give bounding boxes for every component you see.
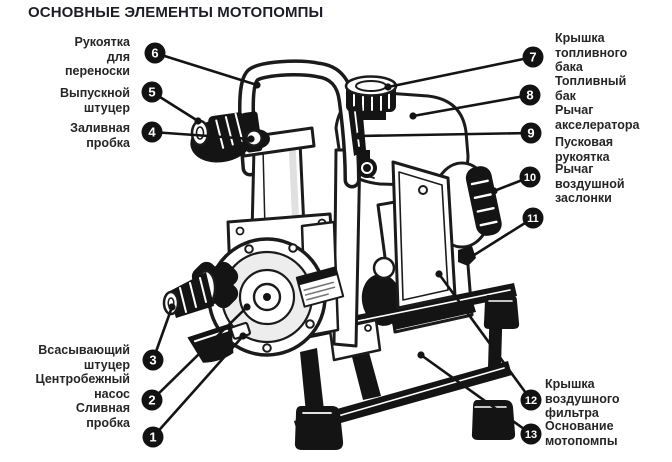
air-filter-cover <box>391 160 457 310</box>
callout-13: 13 <box>520 423 542 445</box>
callout-2: 2 <box>141 389 163 411</box>
starter-grip <box>465 166 502 236</box>
suction-fitting <box>162 261 239 318</box>
callout-13-number: 13 <box>525 429 537 441</box>
foot-rear-right <box>483 295 520 329</box>
foot-front-left <box>294 406 344 450</box>
callout-5: 5 <box>141 81 163 103</box>
label-fuel-tank: Топливный бак <box>555 74 627 103</box>
leader-12 <box>437 273 533 401</box>
callout-1: 1 <box>142 426 164 448</box>
label-pump-base: Основание мотопомпы <box>545 419 618 448</box>
callout-11: 11 <box>522 207 544 229</box>
label-fuel-tank-cap: Крышка топливного бака <box>555 31 628 74</box>
label-throttle-lever: Рычаг акселератора <box>555 103 640 132</box>
callout-circles: 1 2 3 4 5 6 7 8 9 10 11 12 <box>141 42 544 448</box>
leader-6 <box>154 51 258 87</box>
callout-12: 12 <box>520 389 542 411</box>
callout-5-number: 5 <box>148 85 155 100</box>
callout-4: 4 <box>141 121 163 143</box>
fuel-tank-cap <box>344 75 398 120</box>
label-air-filter-cover: Крышка воздушного фильтра <box>545 377 620 420</box>
callout-9-number: 9 <box>527 126 534 141</box>
label-centrifugal-pump: Центробежный насос <box>35 372 130 401</box>
callout-1-number: 1 <box>149 430 156 445</box>
callout-3: 3 <box>142 349 164 371</box>
carrying-handle <box>238 59 361 189</box>
leader-2 <box>151 306 248 401</box>
callout-10-number: 10 <box>524 172 536 184</box>
warning-sticker <box>295 266 345 308</box>
label-filler-plug: Заливная пробка <box>70 121 130 150</box>
callout-6: 6 <box>144 42 166 64</box>
leader-dots <box>168 81 498 359</box>
leader-7 <box>387 55 534 89</box>
callout-12-number: 12 <box>525 395 537 407</box>
callout-8-number: 8 <box>526 88 533 103</box>
leader-1 <box>152 335 244 438</box>
accelerator-lever <box>348 104 377 178</box>
choke-lever <box>458 246 476 266</box>
label-carrying-handle: Рукоятка для переноски <box>64 35 130 78</box>
callout-9: 9 <box>520 122 542 144</box>
callout-10: 10 <box>519 166 541 188</box>
callout-2-number: 2 <box>148 393 155 408</box>
label-drain-plug: Сливная пробка <box>75 401 130 430</box>
callout-6-number: 6 <box>151 46 158 61</box>
callout-7: 7 <box>522 46 544 68</box>
pump-line-art <box>162 59 520 450</box>
callout-7-number: 7 <box>529 50 536 65</box>
callout-3-number: 3 <box>149 353 156 368</box>
page-title: ОСНОВНЫЕ ЭЛЕМЕНТЫ МОТОПОМПЫ <box>28 4 324 21</box>
callout-11-number: 11 <box>527 213 539 225</box>
leader-9 <box>358 131 532 138</box>
foot-front-right <box>471 400 516 440</box>
callout-4-number: 4 <box>148 125 156 140</box>
leader-8 <box>412 93 531 118</box>
leader-11 <box>470 216 534 259</box>
label-outlet-fitting: Выпускной штуцер <box>60 86 130 115</box>
callout-8: 8 <box>519 84 541 106</box>
leader-13 <box>420 353 532 436</box>
label-starter-grip: Пусковая рукоятка <box>555 135 614 164</box>
label-choke-lever: Рычаг воздушной заслонки <box>555 162 625 205</box>
leader-4 <box>151 130 252 141</box>
label-suction-fitting: Всасывающий штуцер <box>38 343 130 372</box>
